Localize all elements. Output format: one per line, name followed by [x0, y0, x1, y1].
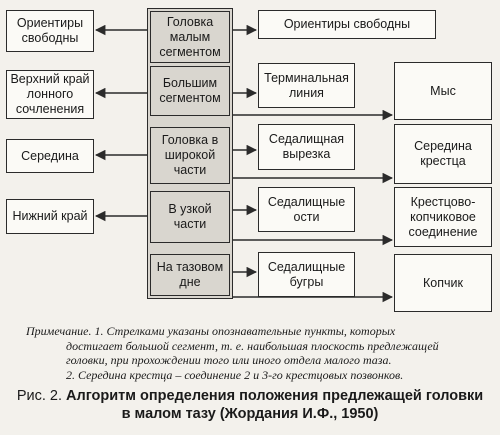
left-box-landmarks-free: Ориентиры свободны	[6, 10, 94, 52]
note-line3: головки, при прохождении того или иного …	[66, 353, 392, 367]
connector-arrows	[94, 24, 394, 303]
center-box-narrow-part: В узкой части	[150, 191, 230, 243]
figure-caption: Рис. 2. Алгоритм определения положения п…	[0, 387, 500, 423]
mid-box-ischial-spines: Седалищные ости	[258, 187, 355, 232]
left-box-lower-edge: Нижний край	[6, 199, 94, 234]
mid-box-ischial-tuberosities: Седалищные бугры	[258, 252, 355, 297]
note-label: Примечание.	[26, 324, 92, 338]
note-line1: 1. Стрелками указаны опознавательные пун…	[94, 324, 396, 338]
right-box-coccyx: Копчик	[394, 254, 492, 312]
center-box-large-segment: Большим сегментом	[150, 66, 230, 116]
note-line4: 2. Середина крестца – соединение 2 и 3-г…	[66, 367, 404, 382]
left-box-upper-edge: Верхний край лонного сочленения	[6, 70, 94, 119]
caption-title-2: в малом тазу (Жордания И.Ф., 1950)	[121, 406, 379, 422]
mid-box-landmarks-free: Ориентиры свободны	[258, 10, 436, 39]
caption-title: Алгоритм определения положения предлежащ…	[66, 388, 484, 404]
right-box-sacrum-middle: Середина крестца	[394, 124, 492, 184]
caption-prefix: Рис. 2.	[16, 388, 62, 404]
center-box-small-segment: Головка малым сегментом	[150, 11, 230, 63]
note-line2: достигает большой сегмент, т. е. наиболь…	[66, 338, 439, 353]
left-box-middle: Середина	[6, 139, 94, 173]
mid-box-terminal-line: Терминальная линия	[258, 63, 355, 108]
footnote: Примечание. 1. Стрелками указаны опознав…	[26, 324, 496, 382]
mid-box-sciatic-notch: Седалищная вырезка	[258, 124, 355, 170]
right-box-promontory: Мыс	[394, 62, 492, 120]
center-box-pelvic-floor: На тазовом дне	[150, 254, 230, 296]
right-box-sacrococcygeal-joint: Крестцово- копчиковое соединение	[394, 187, 492, 247]
center-box-wide-part: Головка в широкой части	[150, 127, 230, 184]
